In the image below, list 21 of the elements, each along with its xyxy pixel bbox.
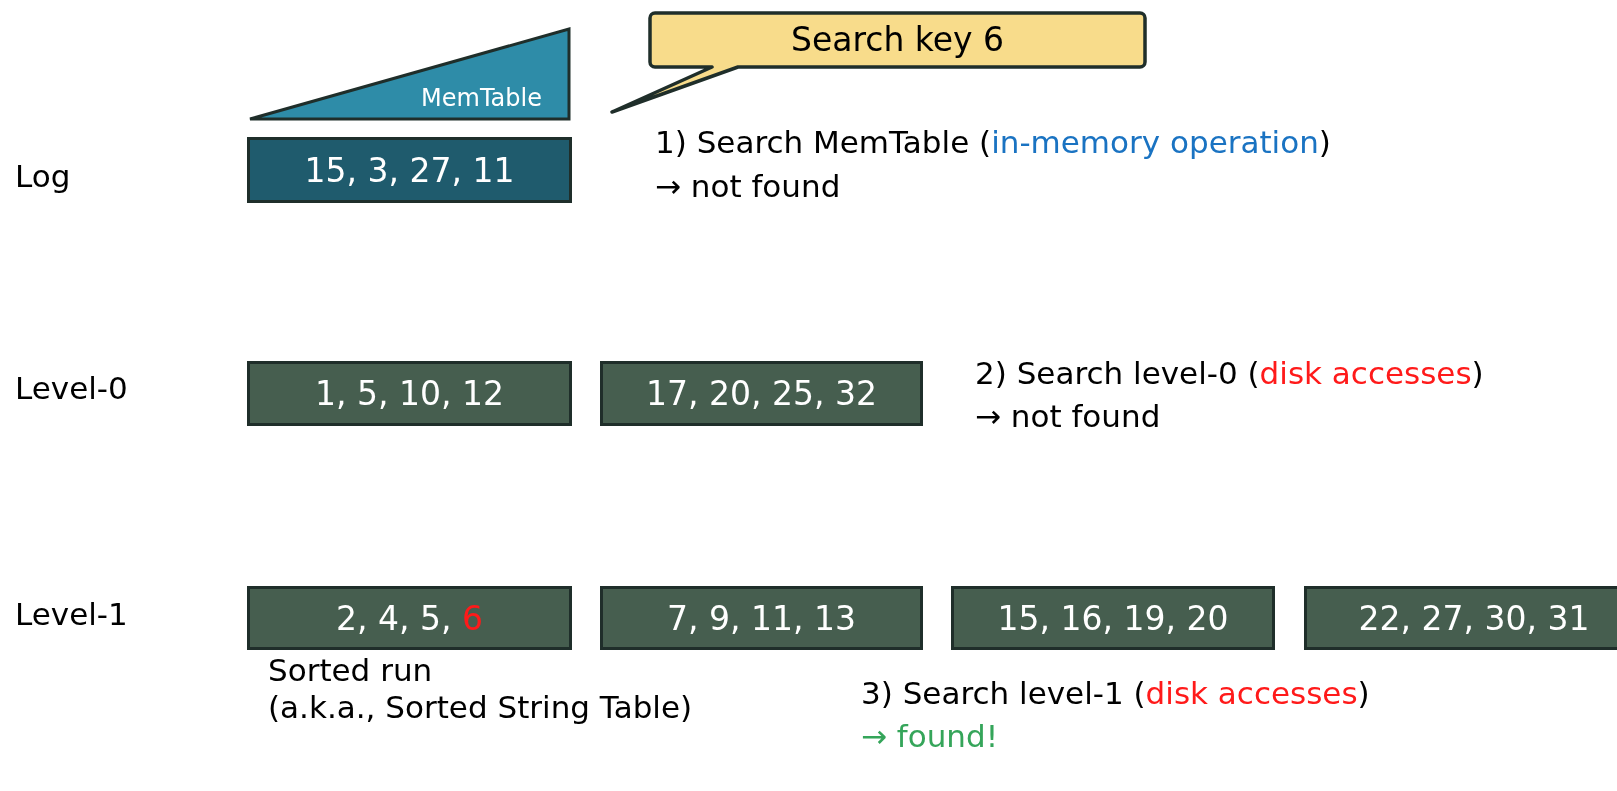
node-label: MemTable [421,84,542,112]
text-label: Sorted run (a.k.a., Sorted String Table) [268,652,693,727]
sorted-run-box: 17, 20, 25, 32 [600,361,923,426]
text-label: → not found [655,168,841,206]
text-label: Log [15,158,71,196]
speech-bubble [610,10,1147,114]
step-text: 2) Search level-0 (disk accesses) [975,355,1484,393]
step-text: 1) Search MemTable (in-memory operation) [655,124,1331,162]
memtable-triangle [247,26,572,122]
text-label: → not found [975,398,1161,436]
sorted-run-box: 15, 3, 27, 11 [247,137,572,203]
step-text: 3) Search level-1 (disk accesses) [861,675,1370,713]
sorted-run-box: 2, 4, 5, 6 [247,586,572,650]
sorted-run-box: 22, 27, 30, 31 [1304,586,1617,650]
text-label: → found! [861,718,999,756]
sorted-run-box: 1, 5, 10, 12 [247,361,572,426]
callout-text: Search key 6 [789,20,1006,59]
text-label: Level-0 [15,370,128,408]
sorted-run-box: 15, 16, 19, 20 [951,586,1275,650]
text-label: Level-1 [15,596,128,634]
sorted-run-box: 7, 9, 11, 13 [600,586,923,650]
